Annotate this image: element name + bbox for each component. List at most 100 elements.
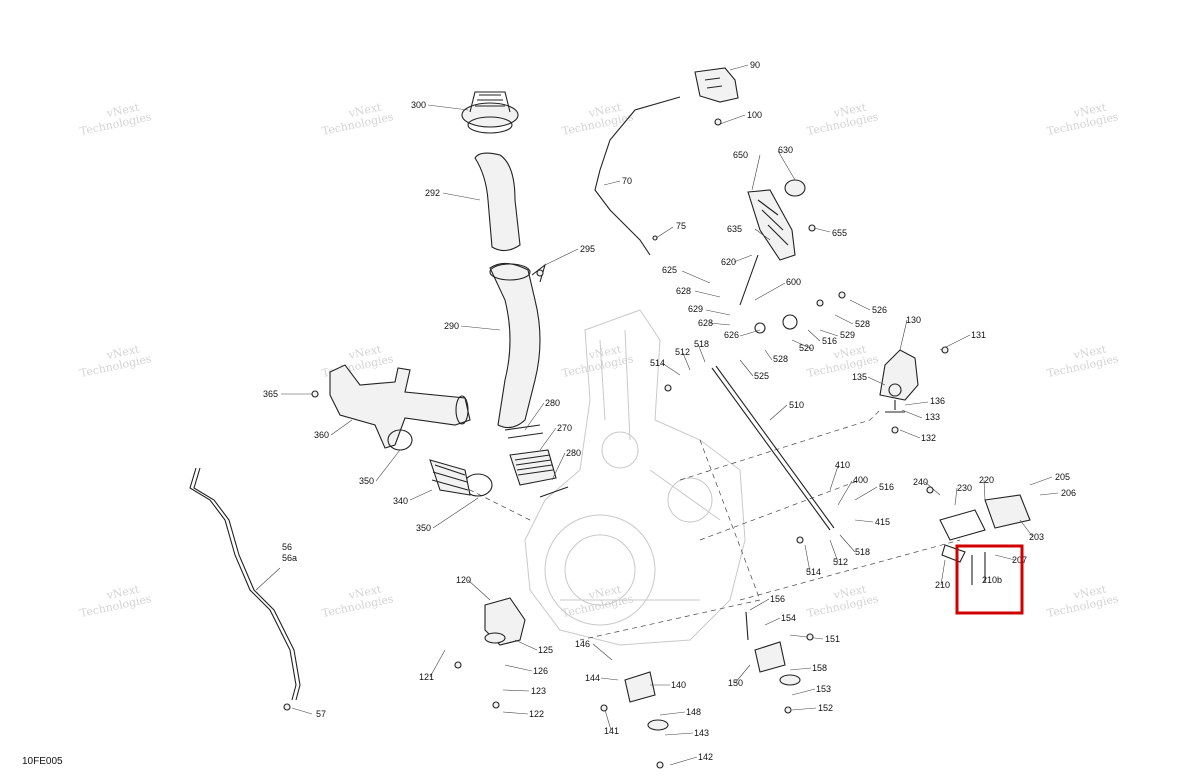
callout-626: 626 — [724, 330, 739, 340]
bracket-130 — [879, 349, 919, 401]
callout-415: 415 — [875, 517, 890, 527]
callout-142: 142 — [698, 752, 713, 762]
callout-153: 153 — [816, 684, 831, 694]
callout-280-upper: 280 — [545, 398, 560, 408]
callout-210b: 210b — [982, 575, 1002, 585]
callout-100: 100 — [747, 110, 762, 120]
callout-56: 56 — [282, 542, 292, 552]
callout-340: 340 — [393, 496, 408, 506]
leader-lines — [255, 64, 1059, 766]
callout-516-lower: 516 — [879, 482, 894, 492]
callout-136: 136 — [930, 396, 945, 406]
callout-628-upper: 628 — [676, 286, 691, 296]
callout-526: 526 — [872, 305, 887, 315]
callout-133: 133 — [925, 412, 940, 422]
air-box-housing — [329, 364, 471, 449]
hardware-bolts — [283, 118, 949, 769]
callout-90: 90 — [750, 60, 760, 70]
callout-630: 630 — [778, 145, 793, 155]
callout-123: 123 — [531, 686, 546, 696]
callout-143: 143 — [694, 728, 709, 738]
callout-130: 130 — [906, 315, 921, 325]
coupler-340 — [387, 429, 493, 497]
callout-270: 270 — [557, 423, 572, 433]
callout-154: 154 — [781, 613, 796, 623]
callout-528-upper: 528 — [855, 319, 870, 329]
callout-290: 290 — [444, 321, 459, 331]
air-intake-cap — [461, 91, 519, 134]
callout-629: 629 — [688, 304, 703, 314]
callout-150: 150 — [728, 678, 743, 688]
callout-350-lower: 350 — [416, 523, 431, 533]
highlight-box — [955, 544, 1024, 615]
callout-400: 400 — [853, 475, 868, 485]
callout-121: 121 — [419, 672, 434, 682]
callout-125: 125 — [538, 645, 553, 655]
callout-514-lower: 514 — [806, 567, 821, 577]
shift-rod-510 — [711, 367, 831, 531]
callout-135: 135 — [852, 372, 867, 382]
callout-528-lower: 528 — [773, 354, 788, 364]
callout-203: 203 — [1029, 532, 1044, 542]
callout-525: 525 — [754, 371, 769, 381]
callout-292: 292 — [425, 188, 440, 198]
mount-parts — [484, 597, 801, 731]
callout-144: 144 — [585, 673, 600, 683]
callout-300: 300 — [411, 100, 426, 110]
callout-126: 126 — [533, 666, 548, 676]
callout-365: 365 — [263, 389, 278, 399]
callout-620: 620 — [721, 257, 736, 267]
callout-516-upper: 516 — [822, 336, 837, 346]
callout-210: 210 — [935, 580, 950, 590]
callout-220: 220 — [979, 475, 994, 485]
callout-75: 75 — [676, 221, 686, 231]
callout-600: 600 — [786, 277, 801, 287]
callout-207: 207 — [1012, 555, 1027, 565]
callout-131: 131 — [971, 330, 986, 340]
callout-151: 151 — [825, 634, 840, 644]
callout-512-upper: 512 — [675, 347, 690, 357]
callout-635: 635 — [727, 224, 742, 234]
throttle-body-90 — [694, 67, 739, 103]
callout-156: 156 — [770, 594, 785, 604]
callout-280-lower: 280 — [566, 448, 581, 458]
intake-duct-292 — [474, 152, 521, 252]
callout-655: 655 — [832, 228, 847, 238]
callout-141: 141 — [604, 726, 619, 736]
cable-70 — [594, 96, 681, 256]
callout-529: 529 — [840, 330, 855, 340]
diagram-reference-code: 10FE005 — [22, 756, 63, 767]
engine-ghost — [524, 309, 746, 646]
callout-158: 158 — [812, 663, 827, 673]
callout-628-lower: 628 — [698, 318, 713, 328]
callout-240: 240 — [913, 477, 928, 487]
callout-206: 206 — [1061, 488, 1076, 498]
callout-230: 230 — [957, 483, 972, 493]
bracket-220 — [984, 494, 1031, 529]
callout-132: 132 — [921, 433, 936, 443]
callout-70: 70 — [622, 176, 632, 186]
callout-labels: 300 292 295 290 365 360 350 340 350 280 … — [263, 60, 1076, 762]
pedal-650 — [747, 189, 796, 261]
callout-140: 140 — [671, 680, 686, 690]
callout-295: 295 — [580, 244, 595, 254]
callout-512-lower: 512 — [833, 557, 848, 567]
callout-520: 520 — [799, 343, 814, 353]
callout-510: 510 — [789, 400, 804, 410]
callout-57: 57 — [316, 709, 326, 719]
intake-duct-290 — [489, 262, 541, 429]
callout-152: 152 — [818, 703, 833, 713]
callout-122: 122 — [529, 709, 544, 719]
callout-205: 205 — [1055, 472, 1070, 482]
mount-150 — [754, 641, 786, 673]
callout-518-lower: 518 — [855, 547, 870, 557]
callout-625: 625 — [662, 265, 677, 275]
callout-514-upper: 514 — [650, 358, 665, 368]
bracket-parts — [879, 349, 1031, 585]
callout-410: 410 — [835, 460, 850, 470]
hose-56 — [189, 467, 297, 701]
callout-120: 120 — [456, 575, 471, 585]
callout-148: 148 — [686, 707, 701, 717]
callout-360: 360 — [314, 430, 329, 440]
